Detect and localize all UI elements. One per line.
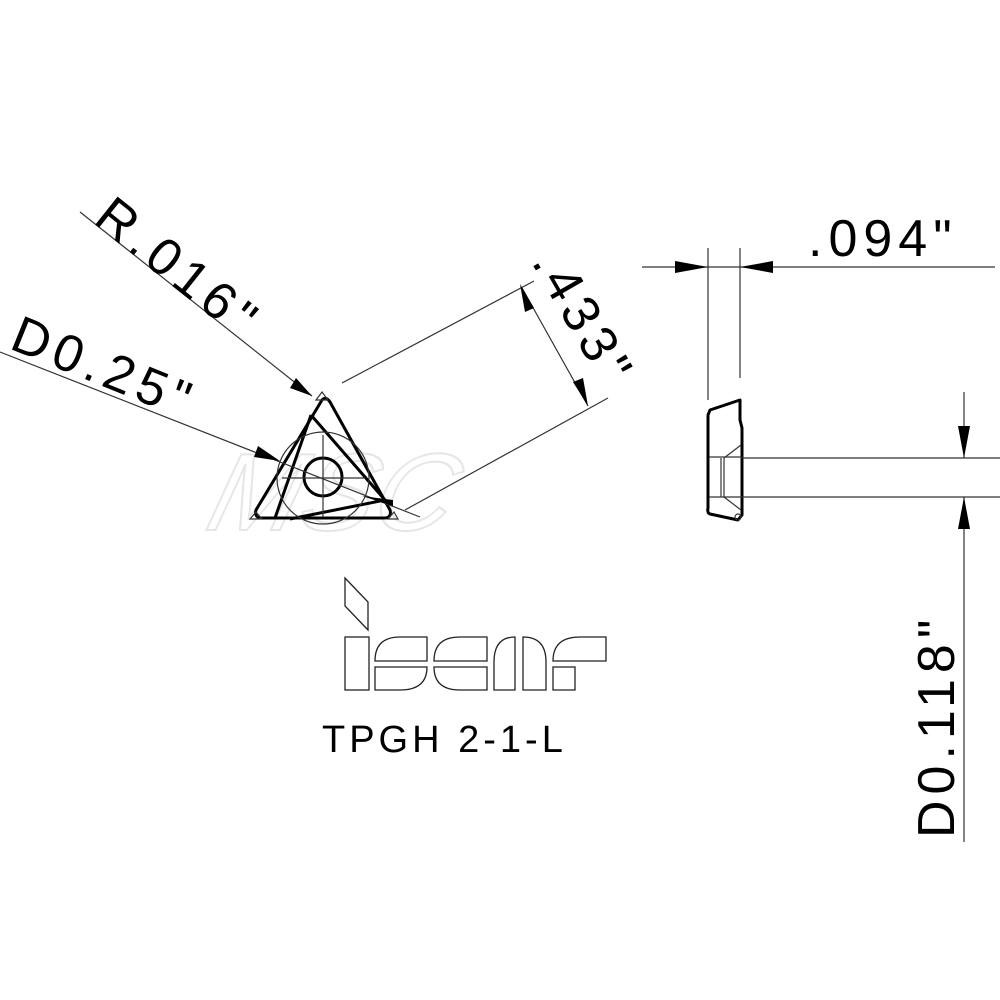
label-corner-radius: R.016" xyxy=(85,186,272,352)
side-view xyxy=(706,398,744,522)
dim-hole-diameter: D0.118" xyxy=(742,392,1000,842)
corner-mark xyxy=(734,513,742,521)
extension-line xyxy=(341,280,535,384)
iscar-logo xyxy=(344,576,607,691)
leader-line xyxy=(79,211,313,397)
logo-a xyxy=(493,636,547,691)
inscribed-circle xyxy=(276,431,370,525)
arrowhead xyxy=(740,261,773,273)
part-number: TPGH 2-1-L xyxy=(322,719,567,761)
logo-s xyxy=(374,636,428,691)
label-inscribed-circle: D0.25" xyxy=(4,305,205,431)
arrowhead xyxy=(573,378,588,406)
arrowhead xyxy=(254,446,280,461)
arrowhead xyxy=(675,261,708,273)
dim-thickness: .094" xyxy=(642,210,995,400)
countersink-line xyxy=(723,444,742,459)
corner-mark xyxy=(314,391,330,401)
arrowhead xyxy=(520,284,534,312)
arrowhead xyxy=(290,378,312,396)
arrowhead xyxy=(958,497,970,529)
extension-line xyxy=(404,397,609,511)
label-hole-diameter: D0.118" xyxy=(908,614,966,838)
logo-r xyxy=(552,636,607,691)
corner-mark xyxy=(248,511,264,520)
logo-c xyxy=(433,636,488,691)
arrowhead xyxy=(362,496,393,506)
logo-i-dot xyxy=(344,576,369,632)
insert-side-profile xyxy=(706,398,744,522)
label-thickness: .094" xyxy=(808,210,958,268)
logo-i xyxy=(344,636,370,691)
corner-mark xyxy=(386,510,400,520)
arrowhead xyxy=(958,426,970,458)
leader-line xyxy=(0,351,421,518)
countersink-line xyxy=(723,496,742,511)
